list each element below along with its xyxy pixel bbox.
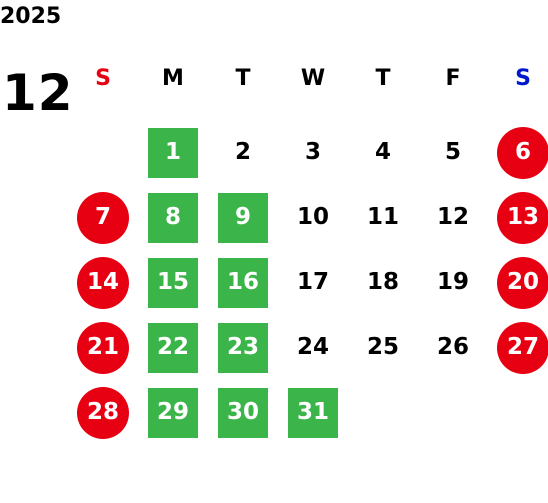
- day-number: 17: [296, 269, 329, 295]
- weekday-header-wednesday: W: [300, 66, 326, 91]
- day-cell: [68, 120, 138, 185]
- day-cell: 19: [418, 250, 488, 315]
- day-cell: 6: [488, 120, 548, 185]
- day-number: 25: [366, 334, 399, 360]
- day-cell: [418, 380, 488, 445]
- highlighted-day-number: 31: [288, 387, 338, 438]
- day-cell: 31: [278, 380, 348, 445]
- day-cell: 15: [138, 250, 208, 315]
- day-cell: 25: [348, 315, 418, 380]
- month-number: 12: [2, 64, 74, 122]
- highlighted-day-number: 1: [148, 127, 198, 178]
- day-cell: 8: [138, 185, 208, 250]
- holiday-day-number: 14: [77, 256, 129, 309]
- highlighted-day-number: 16: [218, 257, 268, 308]
- year-label: 2025: [0, 4, 62, 29]
- weekday-header-monday: M: [162, 66, 184, 91]
- day-cell: 5: [418, 120, 488, 185]
- highlighted-day-number: 22: [148, 322, 198, 373]
- day-cell: 18: [348, 250, 418, 315]
- day-number: 2: [234, 139, 251, 165]
- day-cell: 26: [418, 315, 488, 380]
- weekday-header-saturday: S: [515, 66, 531, 91]
- day-cell: [488, 380, 548, 445]
- highlighted-day-number: 30: [218, 387, 268, 438]
- day-number: 19: [436, 269, 469, 295]
- day-number: 12: [436, 204, 469, 230]
- holiday-day-number: 20: [497, 256, 548, 309]
- holiday-day-number: 28: [77, 386, 129, 439]
- weekday-header-friday: F: [445, 66, 461, 91]
- day-cell: 9: [208, 185, 278, 250]
- day-cell: 23: [208, 315, 278, 380]
- weekday-header-thursday: T: [375, 66, 391, 91]
- day-cell: 20: [488, 250, 548, 315]
- day-number: 10: [296, 204, 329, 230]
- day-cell: 2: [208, 120, 278, 185]
- holiday-day-number: 21: [77, 321, 129, 374]
- day-number: 18: [366, 269, 399, 295]
- weekday-header-tuesday: T: [235, 66, 251, 91]
- highlighted-day-number: 15: [148, 257, 198, 308]
- day-number: 4: [374, 139, 391, 165]
- day-cell: 10: [278, 185, 348, 250]
- holiday-day-number: 7: [77, 191, 129, 244]
- highlighted-day-number: 9: [218, 192, 268, 243]
- day-number: 11: [366, 204, 399, 230]
- day-cell: [348, 380, 418, 445]
- day-cell: 3: [278, 120, 348, 185]
- day-cell: 4: [348, 120, 418, 185]
- highlighted-day-number: 8: [148, 192, 198, 243]
- day-cell: 1: [138, 120, 208, 185]
- day-cell: 22: [138, 315, 208, 380]
- day-cell: 16: [208, 250, 278, 315]
- day-cell: 30: [208, 380, 278, 445]
- day-cell: 13: [488, 185, 548, 250]
- day-cell: 21: [68, 315, 138, 380]
- day-cell: 24: [278, 315, 348, 380]
- day-number: 24: [296, 334, 329, 360]
- weekday-header-sunday: S: [95, 66, 111, 91]
- day-number: 5: [444, 139, 461, 165]
- highlighted-day-number: 23: [218, 322, 268, 373]
- day-cell: 28: [68, 380, 138, 445]
- day-cell: 29: [138, 380, 208, 445]
- day-cell: 17: [278, 250, 348, 315]
- day-cell: 27: [488, 315, 548, 380]
- day-number: 26: [436, 334, 469, 360]
- day-cell: 7: [68, 185, 138, 250]
- highlighted-day-number: 29: [148, 387, 198, 438]
- day-cell: 11: [348, 185, 418, 250]
- day-number: 3: [304, 139, 321, 165]
- holiday-day-number: 6: [497, 126, 548, 179]
- holiday-day-number: 27: [497, 321, 548, 374]
- day-cell: 12: [418, 185, 488, 250]
- holiday-day-number: 13: [497, 191, 548, 244]
- day-cell: 14: [68, 250, 138, 315]
